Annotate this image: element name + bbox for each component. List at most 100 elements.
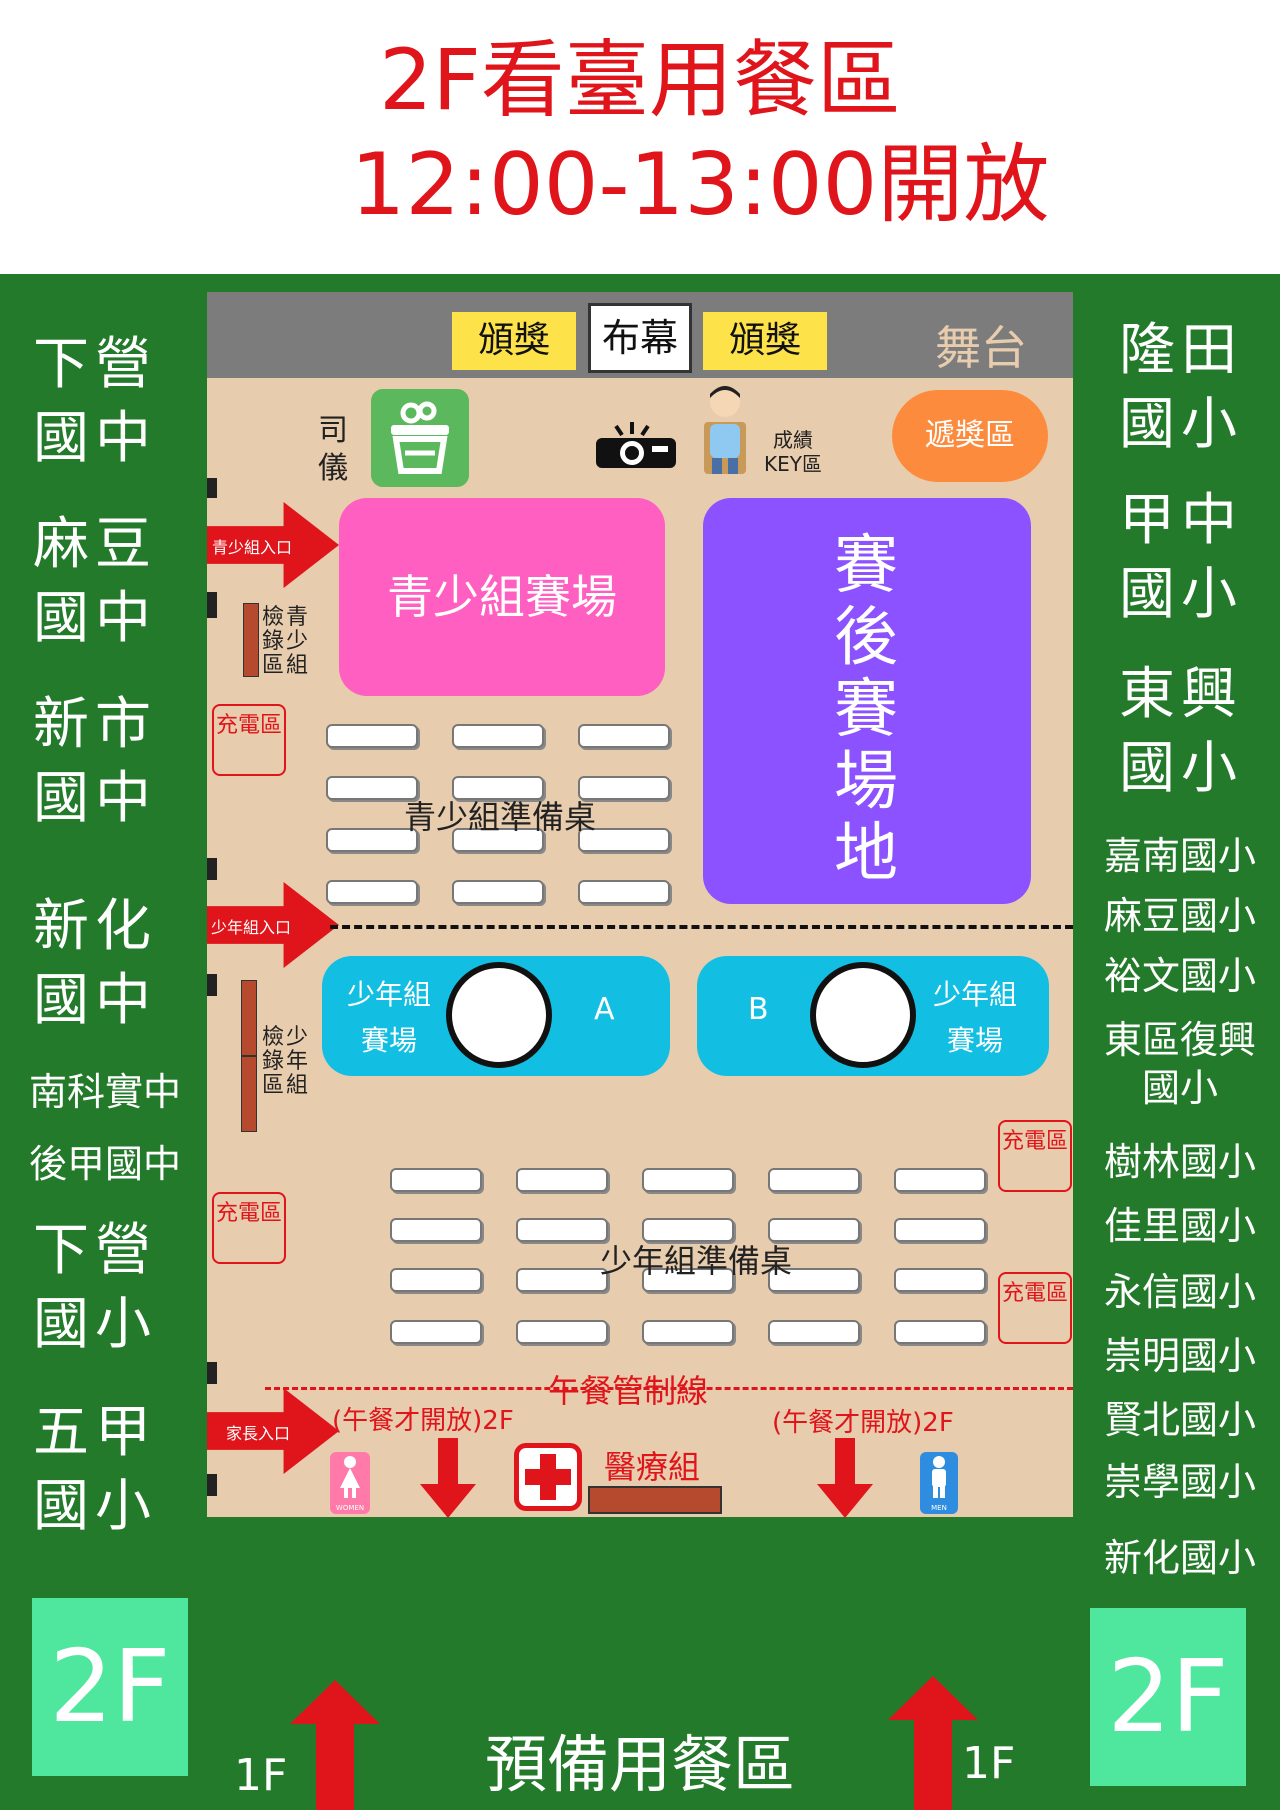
reserve-dining-label: 預備用餐區	[484, 1728, 795, 1801]
down-arrow-right-icon	[817, 1438, 873, 1518]
school-left-1: 下營國中	[33, 332, 157, 471]
school-left-3: 新市國中	[33, 692, 157, 831]
award-area-right: 頒獎	[703, 312, 827, 370]
medical-label: 醫療組	[604, 1448, 701, 1486]
school-right-2: 甲中國小	[1119, 488, 1243, 627]
school-right-13: 崇學國小	[1103, 1460, 1256, 1504]
stairs-note-right: (午餐才開放)2F	[772, 1408, 954, 1438]
lunch-control-label: 午餐管制線	[548, 1372, 709, 1410]
floor-plan	[207, 292, 1073, 1517]
junior-entrance-label: 少年組入口	[211, 918, 292, 937]
score-label-text: 成績	[773, 428, 813, 452]
youth-checkin-group-text: 青少組	[286, 605, 309, 678]
junior-prep-desk	[894, 1268, 986, 1292]
door-junior-bottom	[207, 974, 217, 996]
post-match-court	[703, 498, 1031, 904]
school-left-4: 新化國中	[33, 894, 157, 1033]
medical-table	[588, 1486, 722, 1514]
floor-badge-left: 2F	[32, 1598, 188, 1776]
youth-prep-desk	[326, 776, 418, 800]
junior-court-a-circle	[446, 962, 552, 1068]
junior-prep-desk	[516, 1320, 608, 1344]
junior-checkin-group-text: 少年組	[286, 1025, 309, 1098]
school-right-8: 樹林國小	[1103, 1140, 1256, 1184]
men-restroom-label: MEN	[931, 1504, 947, 1512]
junior-prep-desk	[642, 1268, 734, 1292]
junior-prep-desk	[390, 1268, 482, 1292]
lunch-control-line	[265, 1387, 1073, 1390]
door-parent-top	[207, 1362, 217, 1384]
women-restroom-icon: WOMEN	[330, 1452, 370, 1514]
post-match-court-label: 賽後賽場地	[834, 529, 898, 891]
junior-prep-desk	[642, 1320, 734, 1344]
junior-court-b-circle	[810, 962, 916, 1068]
up-arrow-right-icon	[888, 1676, 978, 1810]
door-youth-bottom	[207, 592, 217, 618]
junior-checkin-area-text: 檢錄區	[262, 1025, 285, 1098]
parent-entrance-label: 家長入口	[226, 1424, 291, 1443]
school-right-10: 永信國小	[1103, 1270, 1256, 1314]
junior-prep-desk	[390, 1218, 482, 1242]
door-parent-bottom	[207, 1474, 217, 1496]
youth-prep-desk	[326, 724, 418, 748]
medical-cross-icon	[514, 1443, 582, 1511]
youth-prep-desk	[578, 880, 670, 904]
school-right-9: 佳里國小	[1103, 1204, 1256, 1248]
down-arrow-left-icon	[420, 1438, 476, 1518]
youth-prep-desk	[452, 724, 544, 748]
award-pass-zone: 遞獎區	[892, 390, 1048, 482]
youth-prep-desk	[578, 828, 670, 852]
charging-zone-2: 充電區	[212, 1192, 286, 1264]
floor-1f-left: 1F	[234, 1750, 288, 1801]
school-left-5: 南科實中	[28, 1070, 181, 1114]
floor-badge-right: 2F	[1090, 1608, 1246, 1786]
charging-zone-4: 充電區	[998, 1272, 1072, 1344]
court-b-letter: B	[748, 992, 769, 1027]
school-left-2: 麻豆國中	[33, 512, 157, 651]
floor-1f-right: 1F	[962, 1738, 1016, 1789]
women-restroom-label: WOMEN	[335, 1504, 365, 1512]
school-right-6: 裕文國小	[1103, 954, 1256, 998]
school-right-11: 崇明國小	[1103, 1334, 1256, 1378]
youth-prep-label: 青少組準備桌	[403, 798, 596, 836]
school-left-7: 下營國小	[33, 1218, 157, 1357]
divider-line	[330, 925, 1073, 929]
school-left-8: 五甲國小	[33, 1400, 157, 1539]
junior-prep-desk	[516, 1268, 608, 1292]
court-a-letter: A	[594, 992, 615, 1027]
youth-prep-desk	[578, 776, 670, 800]
youth-entrance-label: 青少組入口	[212, 538, 293, 557]
door-youth-top	[207, 478, 217, 498]
junior-prep-desk	[894, 1168, 986, 1192]
youth-prep-desk	[452, 880, 544, 904]
score-label: 成績 KEY區	[758, 428, 828, 476]
score-keeper-icon	[700, 382, 750, 478]
emcee-label: 司儀	[318, 413, 348, 486]
youth-prep-desk	[452, 828, 544, 852]
junior-prep-desk	[768, 1320, 860, 1344]
page-subtitle-hours: 12:00-13:00開放	[350, 135, 1050, 235]
page-title: 2F看臺用餐區	[379, 31, 901, 129]
junior-checkin-table-2	[241, 1056, 257, 1132]
charging-zone-1: 充電區	[212, 704, 286, 776]
junior-court-b-label: 少年組賽場	[932, 978, 1017, 1057]
youth-prep-desk	[578, 724, 670, 748]
school-right-1: 隆田國小	[1119, 318, 1243, 457]
junior-prep-desk	[768, 1168, 860, 1192]
junior-prep-desk	[516, 1218, 608, 1242]
youth-prep-desk	[452, 776, 544, 800]
junior-checkin-label: 檢錄區 少年組	[262, 1026, 314, 1098]
charging-zone-3: 充電區	[998, 1120, 1072, 1192]
school-right-5: 麻豆國小	[1103, 894, 1256, 938]
school-left-6: 後甲國中	[28, 1142, 181, 1186]
junior-prep-desk	[768, 1218, 860, 1242]
projector-icon	[592, 420, 680, 476]
score-key-label-text: KEY區	[764, 452, 822, 476]
junior-prep-desk	[768, 1268, 860, 1292]
junior-prep-label: 少年組準備桌	[599, 1242, 792, 1280]
up-arrow-left-icon	[290, 1680, 380, 1810]
junior-court-a-label: 少年組賽場	[346, 978, 431, 1057]
stage-label: 舞台	[935, 321, 1027, 375]
youth-court: 青少組賽場	[339, 498, 665, 696]
junior-prep-desk	[642, 1168, 734, 1192]
